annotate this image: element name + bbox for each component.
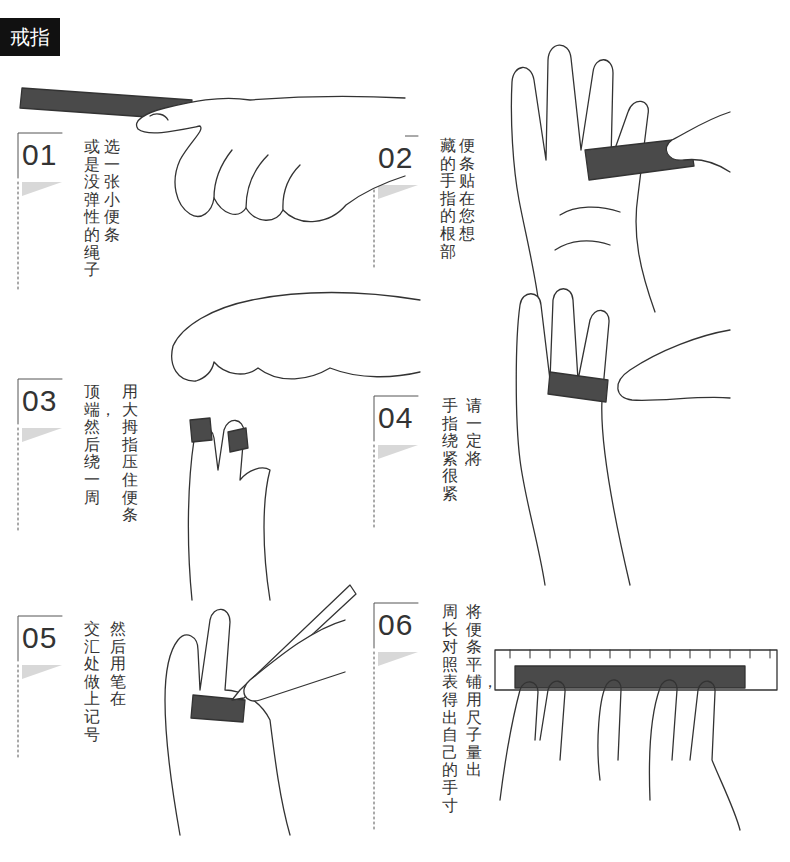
shadow (378, 652, 418, 666)
frame (18, 182, 19, 290)
step6-ruler (495, 650, 777, 830)
frame (18, 379, 62, 424)
step-text: 顶端，然后绕一周 (84, 383, 100, 506)
step-text: 选一张小便条 (104, 138, 120, 244)
pen (232, 585, 356, 700)
step-text: 将便条平铺，用尺子量出 (466, 603, 482, 779)
hands (500, 680, 740, 830)
paper-strip (515, 666, 745, 688)
lower-hand (165, 609, 290, 835)
step-number: 04 (378, 403, 413, 433)
step-text: 请一定将 (466, 397, 482, 467)
shadow (22, 182, 62, 196)
step1-hand (20, 88, 405, 222)
step2-hand (511, 45, 730, 312)
step-text: 藏的手指的根部 (440, 137, 456, 260)
hand (137, 96, 405, 221)
shadow (22, 428, 62, 442)
step3-hands (172, 293, 420, 601)
shadow (22, 665, 62, 679)
step-text: 手指绕紧，很紧 (442, 397, 458, 503)
step-text: 周长对照表得出自己的手寸 (442, 603, 458, 814)
frame (18, 616, 62, 661)
step5-hands (165, 585, 356, 835)
paper-strip (228, 428, 248, 452)
step4-hands (516, 289, 730, 585)
frame (18, 428, 19, 530)
frame (374, 603, 418, 648)
frame-shadows (22, 182, 418, 679)
step-number: 01 (22, 140, 57, 170)
nail (150, 114, 168, 120)
paper-strip (190, 418, 212, 442)
helper-hand (618, 330, 730, 400)
step-text: 然后用笔在 (110, 620, 126, 708)
step-number: 03 (22, 386, 57, 416)
step-number: 06 (378, 610, 413, 640)
step-text: 用大拇指压住便条 (122, 383, 138, 524)
step-text: 交汇处做上记号 (84, 620, 100, 743)
shadow (378, 185, 418, 199)
shadow (378, 445, 418, 459)
upper-hand (172, 293, 420, 382)
frame (374, 652, 375, 830)
palm-lines (555, 207, 620, 250)
step-text: 或是没弹性的绳子 (84, 138, 100, 279)
open-palm (516, 289, 630, 585)
step-number: 02 (378, 143, 413, 173)
frame (18, 133, 62, 178)
ruler (495, 650, 777, 690)
pen-hand (244, 620, 345, 701)
lower-hand (188, 420, 270, 600)
step-number: 05 (22, 623, 57, 653)
ruler-ticks (510, 650, 770, 658)
frame (374, 445, 375, 530)
frame (374, 396, 418, 441)
open-palm (511, 45, 655, 312)
step-text: 便条贴在您想 (459, 137, 475, 243)
helper-hand (666, 112, 730, 172)
finger-lines (214, 150, 300, 210)
frame (374, 185, 375, 270)
frame (18, 665, 19, 760)
title-badge: 戒指 (0, 18, 60, 56)
paper-strip (548, 372, 608, 402)
